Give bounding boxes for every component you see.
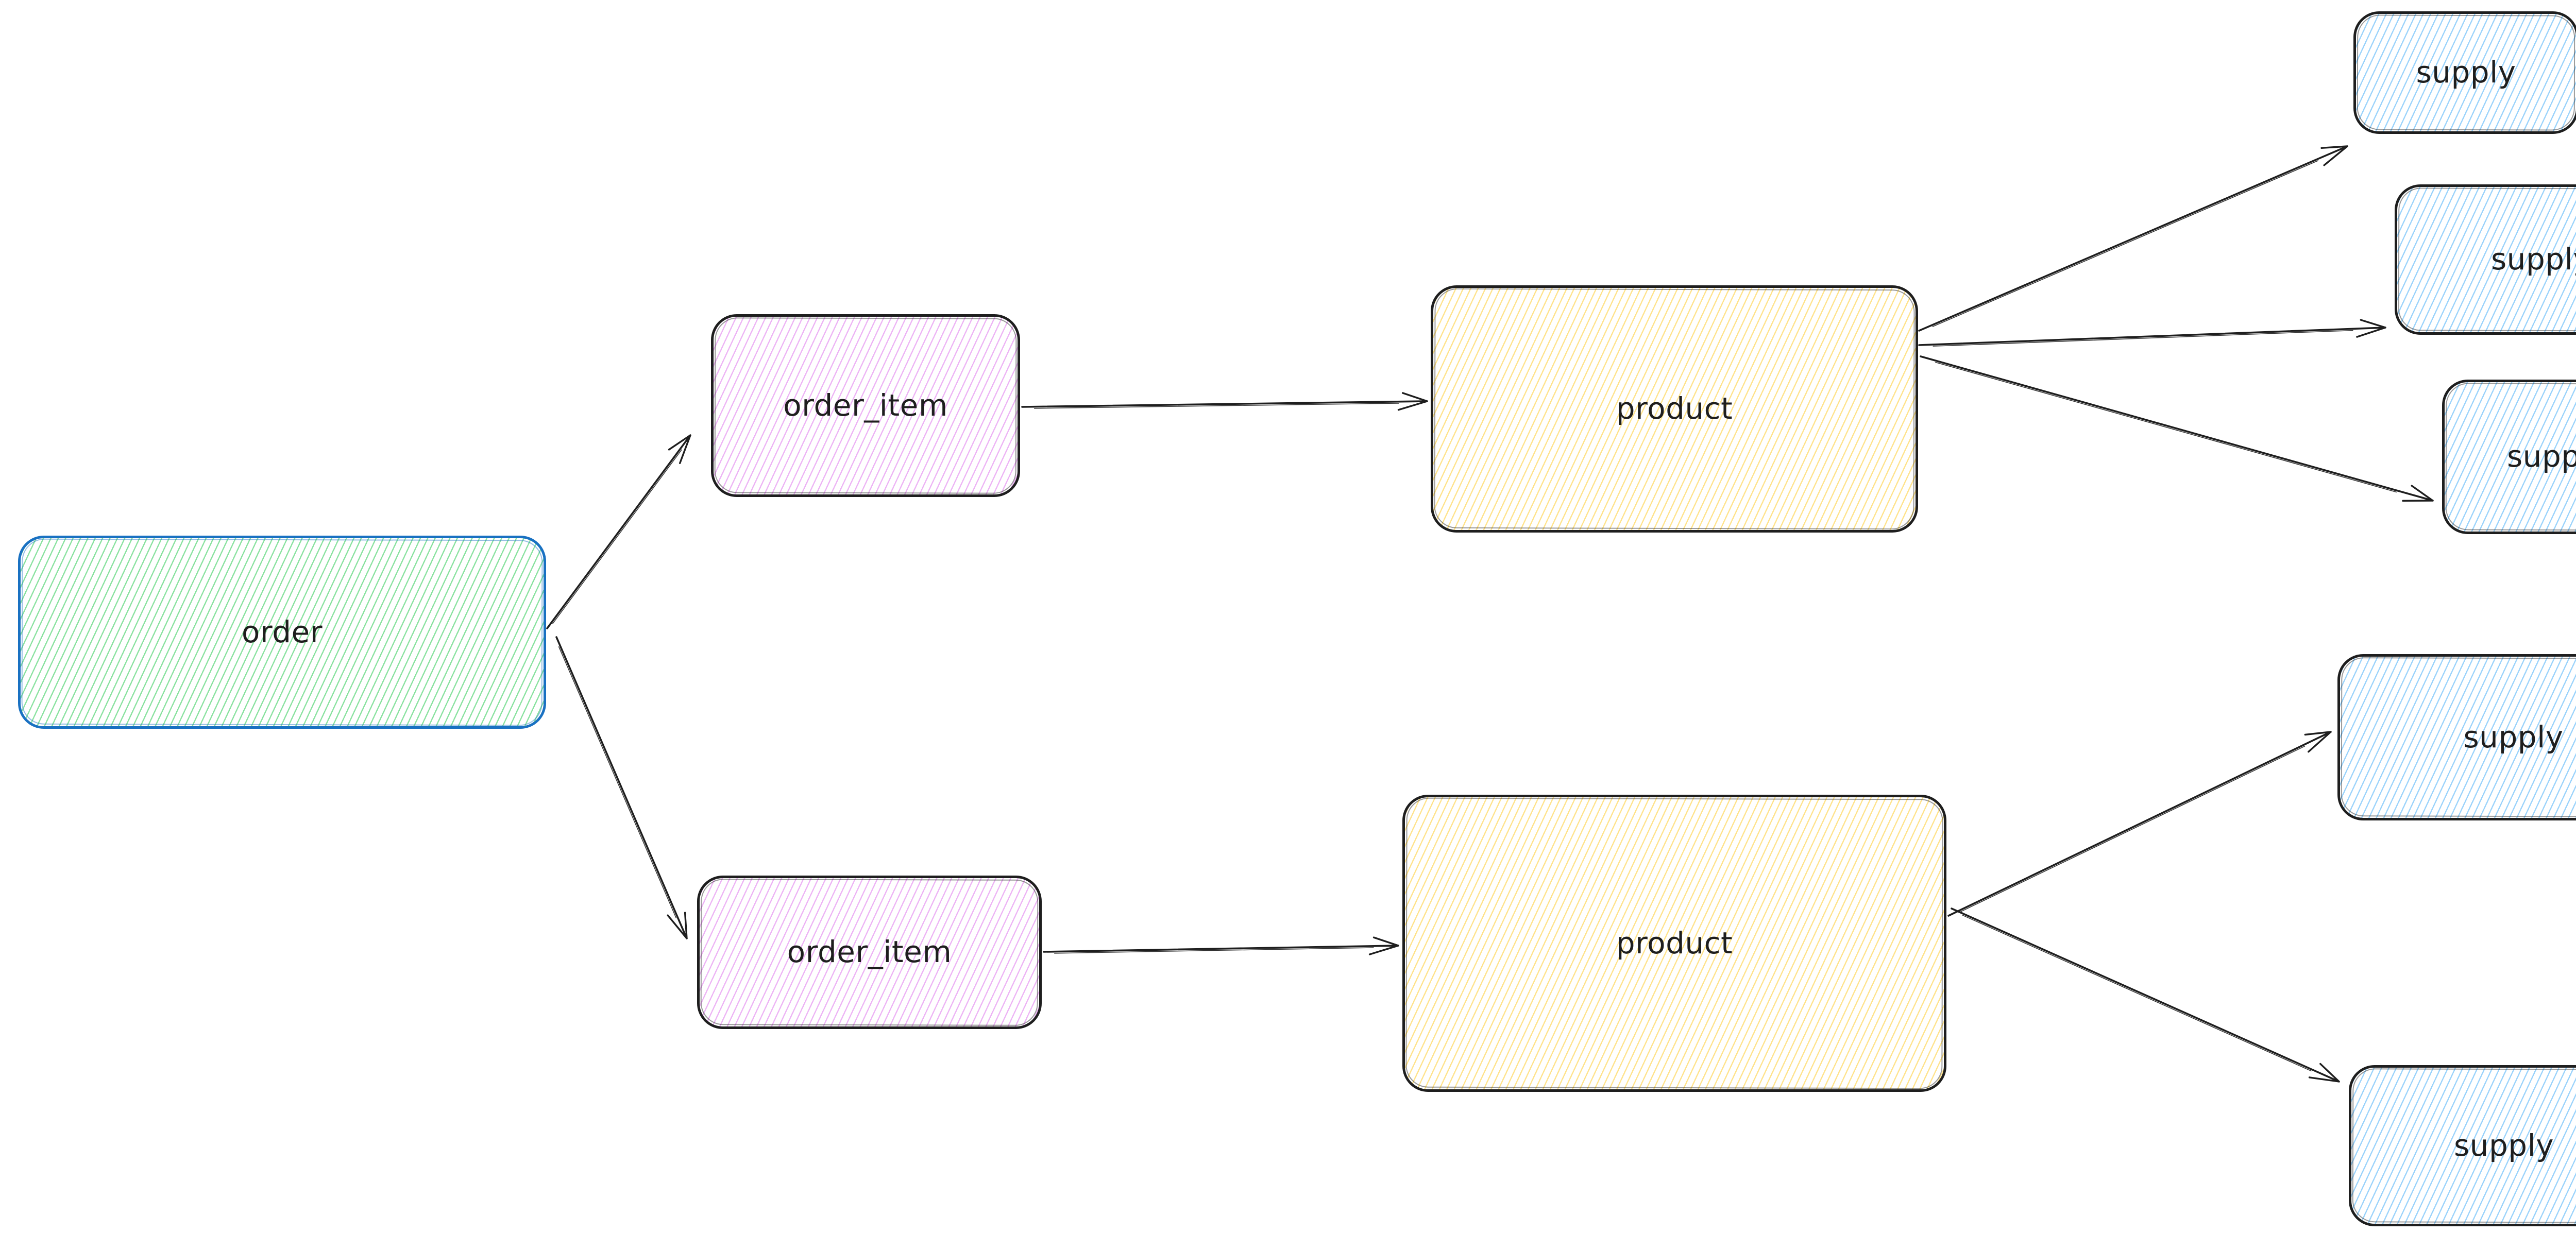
- arrow-product_1-to-supply_2[interactable]: [1918, 319, 2386, 347]
- arrow-product_2-to-supply_4[interactable]: [1947, 731, 2332, 917]
- node-label-supply_4: supply: [2463, 719, 2564, 755]
- arrow-product_2-to-supply_5[interactable]: [1951, 907, 2340, 1083]
- node-order_item_1[interactable]: order_item: [711, 314, 1020, 497]
- node-product_2[interactable]: product: [1402, 795, 1946, 1092]
- node-label-order_item_1: order_item: [783, 387, 948, 423]
- node-label-supply_3: supply: [2506, 439, 2576, 474]
- arrow-product_1-to-supply_3[interactable]: [1920, 355, 2434, 502]
- arrow-order_item_1-to-product_1[interactable]: [1021, 392, 1428, 411]
- node-product_1[interactable]: product: [1431, 285, 1918, 533]
- node-supply_5[interactable]: supply: [2349, 1065, 2576, 1226]
- arrow-product_1-to-supply_1[interactable]: [1918, 145, 2348, 332]
- node-label-supply_2: supply: [2490, 242, 2576, 277]
- node-label-product_2: product: [1616, 925, 1733, 961]
- arrow-order-to-order_item_1[interactable]: [546, 434, 691, 629]
- node-supply_1[interactable]: supply: [2353, 11, 2576, 134]
- node-label-supply_5: supply: [2453, 1127, 2554, 1163]
- node-supply_2[interactable]: supply: [2395, 184, 2576, 335]
- node-label-supply_1: supply: [2416, 55, 2516, 90]
- node-label-order: order: [241, 614, 323, 649]
- arrow-order-to-order_item_2[interactable]: [555, 636, 688, 939]
- node-supply_3[interactable]: supply: [2442, 380, 2576, 534]
- node-order[interactable]: order: [18, 536, 546, 729]
- node-supply_4[interactable]: supply: [2337, 654, 2576, 820]
- node-label-order_item_2: order_item: [787, 934, 952, 970]
- node-label-product_1: product: [1616, 391, 1733, 426]
- arrow-order_item_2-to-product_2[interactable]: [1043, 936, 1399, 955]
- node-order_item_2[interactable]: order_item: [697, 876, 1042, 1029]
